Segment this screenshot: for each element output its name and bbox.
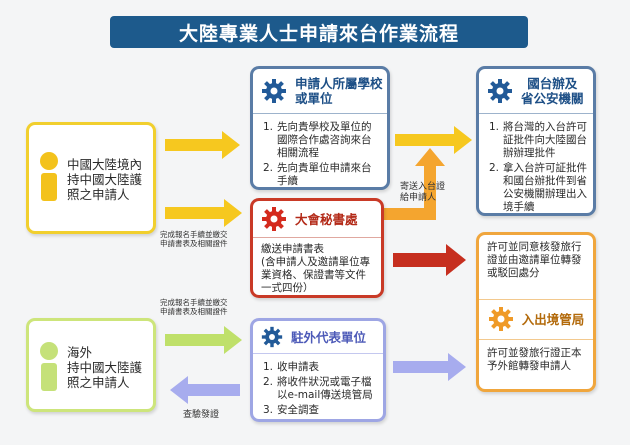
arrow-unit-to-immigration xyxy=(393,353,466,381)
list-item: 1.將台灣的入台許可証批件向大陸國台辦辦理批件 xyxy=(489,121,587,159)
list-item: 1.收申請表 xyxy=(263,361,319,373)
arrow-overseas-to-unit xyxy=(165,326,242,354)
arrow-mainland-to-secretariat xyxy=(165,199,242,227)
school-unit-header: 申請人所屬學校 或單位 xyxy=(253,69,387,113)
person-icon xyxy=(40,152,58,201)
mainland-applicant-label: 中國大陸境內 持中國大陸護 照之申請人 xyxy=(67,157,143,202)
label-complete-submit-1: 完成報名手續並繳交 申請書表及相關證件 xyxy=(160,230,228,248)
arrow-unit-to-applicant xyxy=(170,376,240,404)
immigration-approval-text: 許可並同意核發旅行證並由邀請單位轉發或駁回處分 xyxy=(487,241,582,279)
page-title: 大陸專業人士申請來台作業流程 xyxy=(110,16,528,48)
immigration-header: 入出境管局 xyxy=(479,299,593,339)
list-item: 1.先向貴學校及單位的國際合作處咨詢來台相關流程 xyxy=(263,121,372,159)
list-item: 2.拿入台許可証批件和國台辦批件到省公安機關辦理出入境手續 xyxy=(489,162,587,213)
gear-icon xyxy=(488,307,513,331)
list-item: 2.將收件狀況或電子檔以e-mail傳送境管局 xyxy=(263,376,373,401)
arrow-school-to-office xyxy=(395,126,472,154)
label-complete-submit-2: 完成報名手續並繳交 申請書表及相關證件 xyxy=(160,298,228,316)
immigration-issue-text: 許可並發旅行證正本予外館轉發申請人 xyxy=(487,347,582,372)
label-send-entry-permit: 寄送入台證 給申請人 xyxy=(400,182,446,203)
taiwan-office-header: 國台辦及 省公安機關 xyxy=(479,69,593,113)
secretariat-body: 繳送申請書表 (含申請人及邀請單位專 業資格、保證書等文件 一式四份） xyxy=(261,243,371,294)
taiwan-office-steps: 1.將台灣的入台許可証批件向大陸國台辦辦理批件 2.拿入台許可証批件和國台辦批件… xyxy=(489,121,587,216)
gear-icon xyxy=(488,79,512,103)
box-immigration: 許可並同意核發旅行證並由邀請單位轉發或駁回處分 入出境管局 許可並發旅行證正本予… xyxy=(476,232,596,392)
label-verify-issue: 查驗發證 xyxy=(183,410,220,420)
overseas-unit-steps: 1.收申請表 2.將收件狀況或電子檔以e-mail傳送境管局 3.安全調查 xyxy=(263,361,377,419)
person-icon xyxy=(40,342,58,391)
secretariat-header: 大會秘書處 xyxy=(253,201,381,237)
overseas-unit-header: 駐外代表單位 xyxy=(253,321,383,353)
arrow-mainland-to-school xyxy=(165,131,240,159)
arrow-secretariat-to-immigration xyxy=(393,244,466,276)
arrow-secretariat-to-office xyxy=(381,148,445,220)
gear-icon xyxy=(262,79,286,103)
list-item: 3.安全調查 xyxy=(263,404,319,416)
list-item: 2.先向貴單位申請來台手續 xyxy=(263,162,372,187)
gear-icon xyxy=(262,207,286,231)
overseas-applicant-label: 海外 持中國大陸護 照之申請人 xyxy=(67,345,143,390)
gear-icon xyxy=(261,326,283,348)
box-secretariat: 大會秘書處 繳送申請書表 (含申請人及邀請單位專 業資格、保證書等文件 一式四份… xyxy=(250,198,384,298)
box-school-unit: 申請人所屬學校 或單位 1.先向貴學校及單位的國際合作處咨詢來台相關流程 2.先… xyxy=(250,66,390,190)
box-overseas-unit: 駐外代表單位 1.收申請表 2.將收件狀況或電子檔以e-mail傳送境管局 3.… xyxy=(250,318,386,422)
box-mainland-applicant: 中國大陸境內 持中國大陸護 照之申請人 xyxy=(26,122,156,234)
school-unit-steps: 1.先向貴學校及單位的國際合作處咨詢來台相關流程 2.先向貴單位申請來台手續 xyxy=(263,121,381,190)
box-overseas-applicant: 海外 持中國大陸護 照之申請人 xyxy=(26,318,156,412)
box-taiwan-office: 國台辦及 省公安機關 1.將台灣的入台許可証批件向大陸國台辦辦理批件 2.拿入台… xyxy=(476,66,596,216)
